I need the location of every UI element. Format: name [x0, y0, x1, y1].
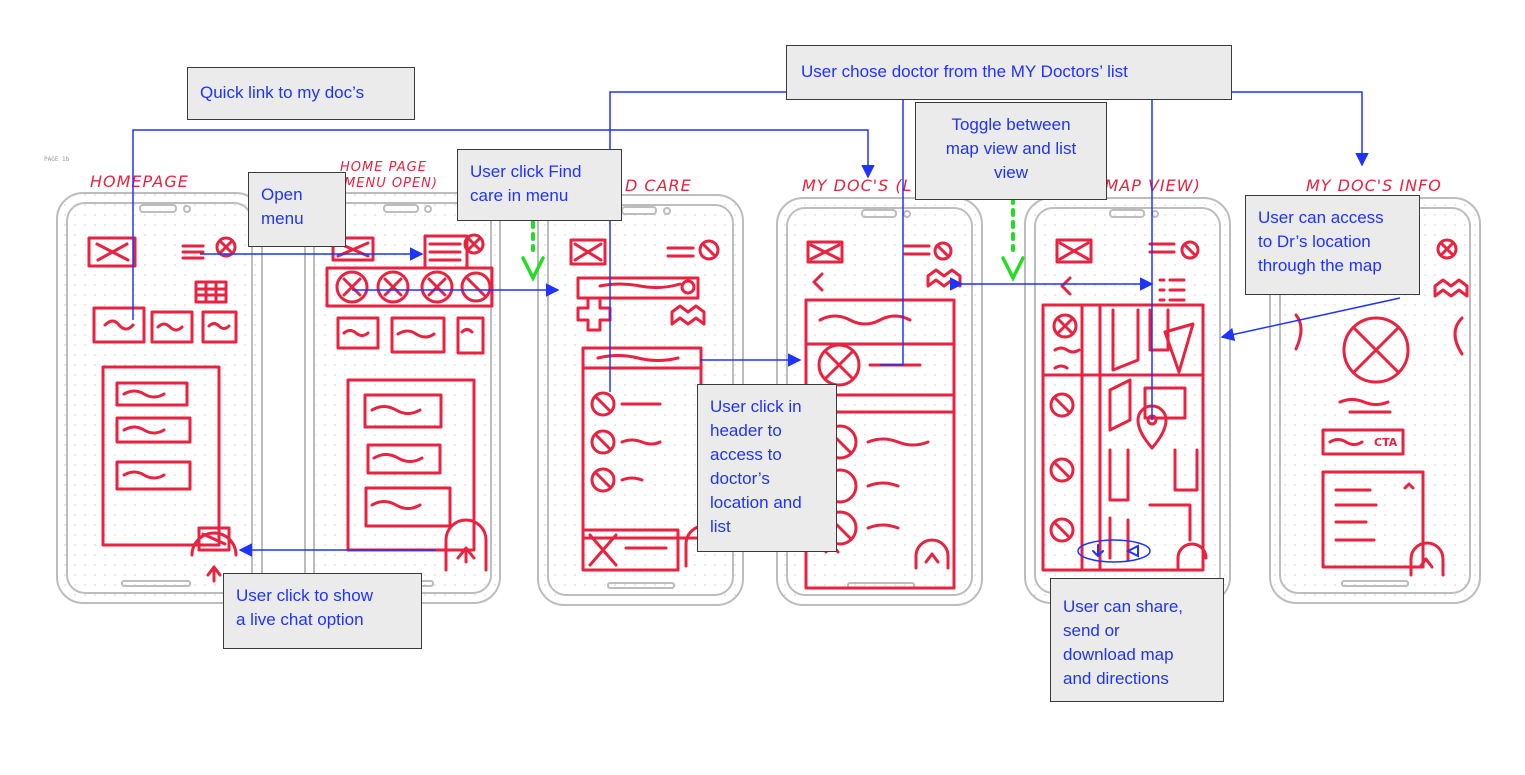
screen-title-map-view: S (MAP VIEW) — [1080, 176, 1201, 195]
note-open-menu: Open menu — [248, 172, 346, 247]
screen-title-my-docs-list: MY DOC'S (L — [802, 176, 913, 195]
note-live-chat: User click to show a live chat option — [223, 573, 422, 649]
screen-title-find-care: D CARE — [625, 176, 692, 195]
arrow-quick-link — [132, 129, 875, 320]
note-map-location: User can access to Dr’s location through… — [1245, 195, 1420, 295]
sketch-map-view — [1041, 238, 1208, 572]
arrow-chose-doctor — [1230, 91, 1369, 167]
green-toggle-arrows — [521, 196, 1025, 282]
sketch-menu-open — [325, 233, 494, 572]
arrow-map-location — [1220, 297, 1401, 342]
share-icons — [1092, 544, 1139, 558]
note-header-click: User click in header to access to doctor… — [697, 384, 837, 552]
note-chose-doctor: User chose doctor from the MY Doctors’ l… — [786, 45, 1232, 100]
note-quick-link: Quick link to my doc’s — [187, 67, 415, 120]
screen-title-menu-open: HOME PAGE — [340, 160, 427, 175]
note-find-care: User click Find care in menu — [457, 149, 622, 221]
page-marker: PAGE 1b — [44, 156, 70, 163]
note-toggle-view: Toggle between map view and list view — [915, 102, 1107, 200]
note-share-map: User can share, send or download map and… — [1050, 578, 1224, 702]
sketch-doc-info — [1294, 238, 1469, 577]
sketch-find-care — [569, 238, 724, 572]
share-options-highlight — [1077, 539, 1151, 563]
arrow-chose-doctor-from-find-care — [609, 91, 787, 392]
screen-subtitle-menu-open: (MENU OPEN) — [338, 176, 438, 191]
screen-title-doc-info: MY DOC'S INFO — [1306, 176, 1442, 195]
sketch-homepage — [87, 236, 238, 583]
screen-title-homepage: HOMEPAGE — [90, 172, 189, 191]
cta-label: CTA — [1374, 436, 1398, 449]
arrow-chose-doctor-from-list — [880, 98, 904, 366]
